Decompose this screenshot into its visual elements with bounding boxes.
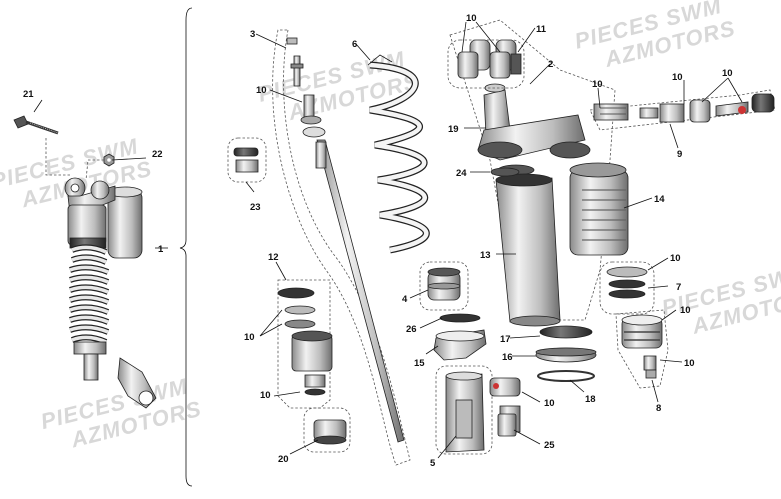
callout-10: 10 xyxy=(684,358,695,369)
callout-9: 9 xyxy=(677,149,682,160)
callout-22: 22 xyxy=(152,149,163,160)
coil-spring-part xyxy=(367,54,430,254)
callout-15: 15 xyxy=(414,358,425,369)
piston-stack-part xyxy=(277,279,333,409)
callout-6: 6 xyxy=(352,39,357,50)
callout-3: 3 xyxy=(250,29,255,40)
callout-12: 12 xyxy=(268,252,279,263)
callout-17: 17 xyxy=(500,334,511,345)
callout-10: 10 xyxy=(466,13,477,24)
callout-10: 10 xyxy=(680,305,691,316)
callout-21: 21 xyxy=(23,89,34,100)
callout-18: 18 xyxy=(585,394,596,405)
o-ring-part xyxy=(490,167,520,177)
clevis-part xyxy=(435,365,493,455)
callout-10: 10 xyxy=(256,85,267,96)
callout-labels: 1 21 22 3 10 23 12 10 10 20 6 4 26 15 5 … xyxy=(23,13,733,469)
callout-19: 19 xyxy=(448,124,459,135)
callout-23: 23 xyxy=(250,202,261,213)
bladder-part xyxy=(615,309,669,389)
callout-10: 10 xyxy=(592,79,603,90)
assembled-shock-absorber xyxy=(13,115,157,409)
callout-20: 20 xyxy=(278,454,289,465)
callout-16: 16 xyxy=(502,352,513,363)
callout-5: 5 xyxy=(430,458,436,469)
callout-25: 25 xyxy=(544,440,555,451)
callout-14: 14 xyxy=(654,194,665,205)
bump-stop-part xyxy=(419,261,469,311)
callout-11: 11 xyxy=(536,24,547,35)
adjuster-assembly-part xyxy=(589,89,776,131)
callout-10: 10 xyxy=(244,332,255,343)
callout-26: 26 xyxy=(406,324,417,335)
eye-bushing-part xyxy=(447,39,525,89)
bottom-cap-part xyxy=(303,407,351,453)
valve-stack-part xyxy=(599,261,655,315)
callout-10: 10 xyxy=(670,253,681,264)
spring-coils xyxy=(69,244,110,345)
nut-part xyxy=(103,153,115,167)
callout-2: 2 xyxy=(548,59,553,70)
callout-24: 24 xyxy=(456,168,467,179)
cup-part xyxy=(433,313,487,361)
callout-10: 10 xyxy=(544,398,555,409)
damper-rod-part xyxy=(272,29,411,466)
assembly-guide-line xyxy=(85,159,104,181)
callout-13: 13 xyxy=(480,250,491,261)
callout-10: 10 xyxy=(260,390,271,401)
valve-cover-part xyxy=(497,413,517,437)
seal-kit-part xyxy=(227,137,267,183)
callout-7: 7 xyxy=(676,282,681,293)
callout-10: 10 xyxy=(722,68,733,79)
callout-4: 4 xyxy=(402,294,408,305)
shock-body-part xyxy=(449,19,629,327)
assembly-guide-line xyxy=(45,138,72,176)
callout-8: 8 xyxy=(656,403,661,414)
adjuster-ring-part xyxy=(535,325,597,382)
callout-1: 1 xyxy=(158,244,164,255)
grouping-bracket xyxy=(179,7,193,487)
leader-lines xyxy=(33,21,743,459)
callout-10: 10 xyxy=(672,72,683,83)
bolt-part xyxy=(13,115,59,135)
